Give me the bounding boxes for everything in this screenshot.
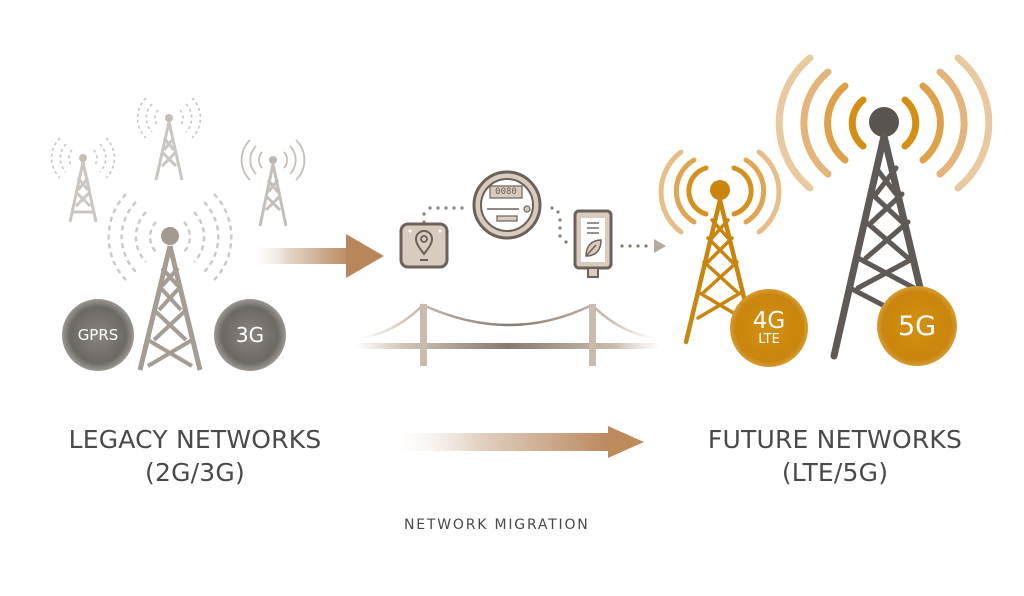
legacy-networks-subtitle: (2G/3G) [145, 458, 245, 487]
lte-badge-sub: LTE [758, 331, 780, 347]
migration-arrow-bottom [385, 426, 644, 458]
eco-sensor-device [573, 209, 613, 278]
legacy-tower-small-left [50, 137, 116, 223]
network-migration-caption: NETWORK MIGRATION [404, 517, 590, 533]
migration-arrow-top [248, 234, 384, 278]
3g-badge-label: 3G [235, 323, 265, 347]
legacy-tower-small-right [240, 139, 306, 227]
fiveg-badge-label: 5G [897, 310, 937, 342]
smart-meter-device [472, 170, 542, 240]
gprs-badge-label: GPRS [77, 326, 119, 344]
fiveg-badge: 5G [877, 286, 957, 366]
3g-badge: 3G [214, 299, 286, 371]
meter-reading: 0080 [495, 187, 517, 197]
lte-badge: 4G LTE [730, 289, 808, 367]
future-networks-title: FUTURE NETWORKS [707, 425, 963, 454]
future-networks-subtitle: (LTE/5G) [781, 458, 889, 487]
lte-badge-main: 4G [752, 307, 786, 334]
legacy-tower-main [107, 193, 233, 371]
gps-tracker-device [399, 222, 449, 269]
gprs-badge: GPRS [62, 299, 134, 371]
connection-arrowhead [654, 239, 666, 253]
legacy-networks-label: LEGACY NETWORKS (2G/3G) [40, 423, 350, 489]
fiveg-tower [775, 54, 993, 360]
legacy-tower-small-top [136, 97, 202, 181]
future-networks-label: FUTURE NETWORKS (LTE/5G) [675, 423, 995, 489]
legacy-networks-title: LEGACY NETWORKS [68, 425, 322, 454]
bridge-illustration [355, 303, 660, 366]
